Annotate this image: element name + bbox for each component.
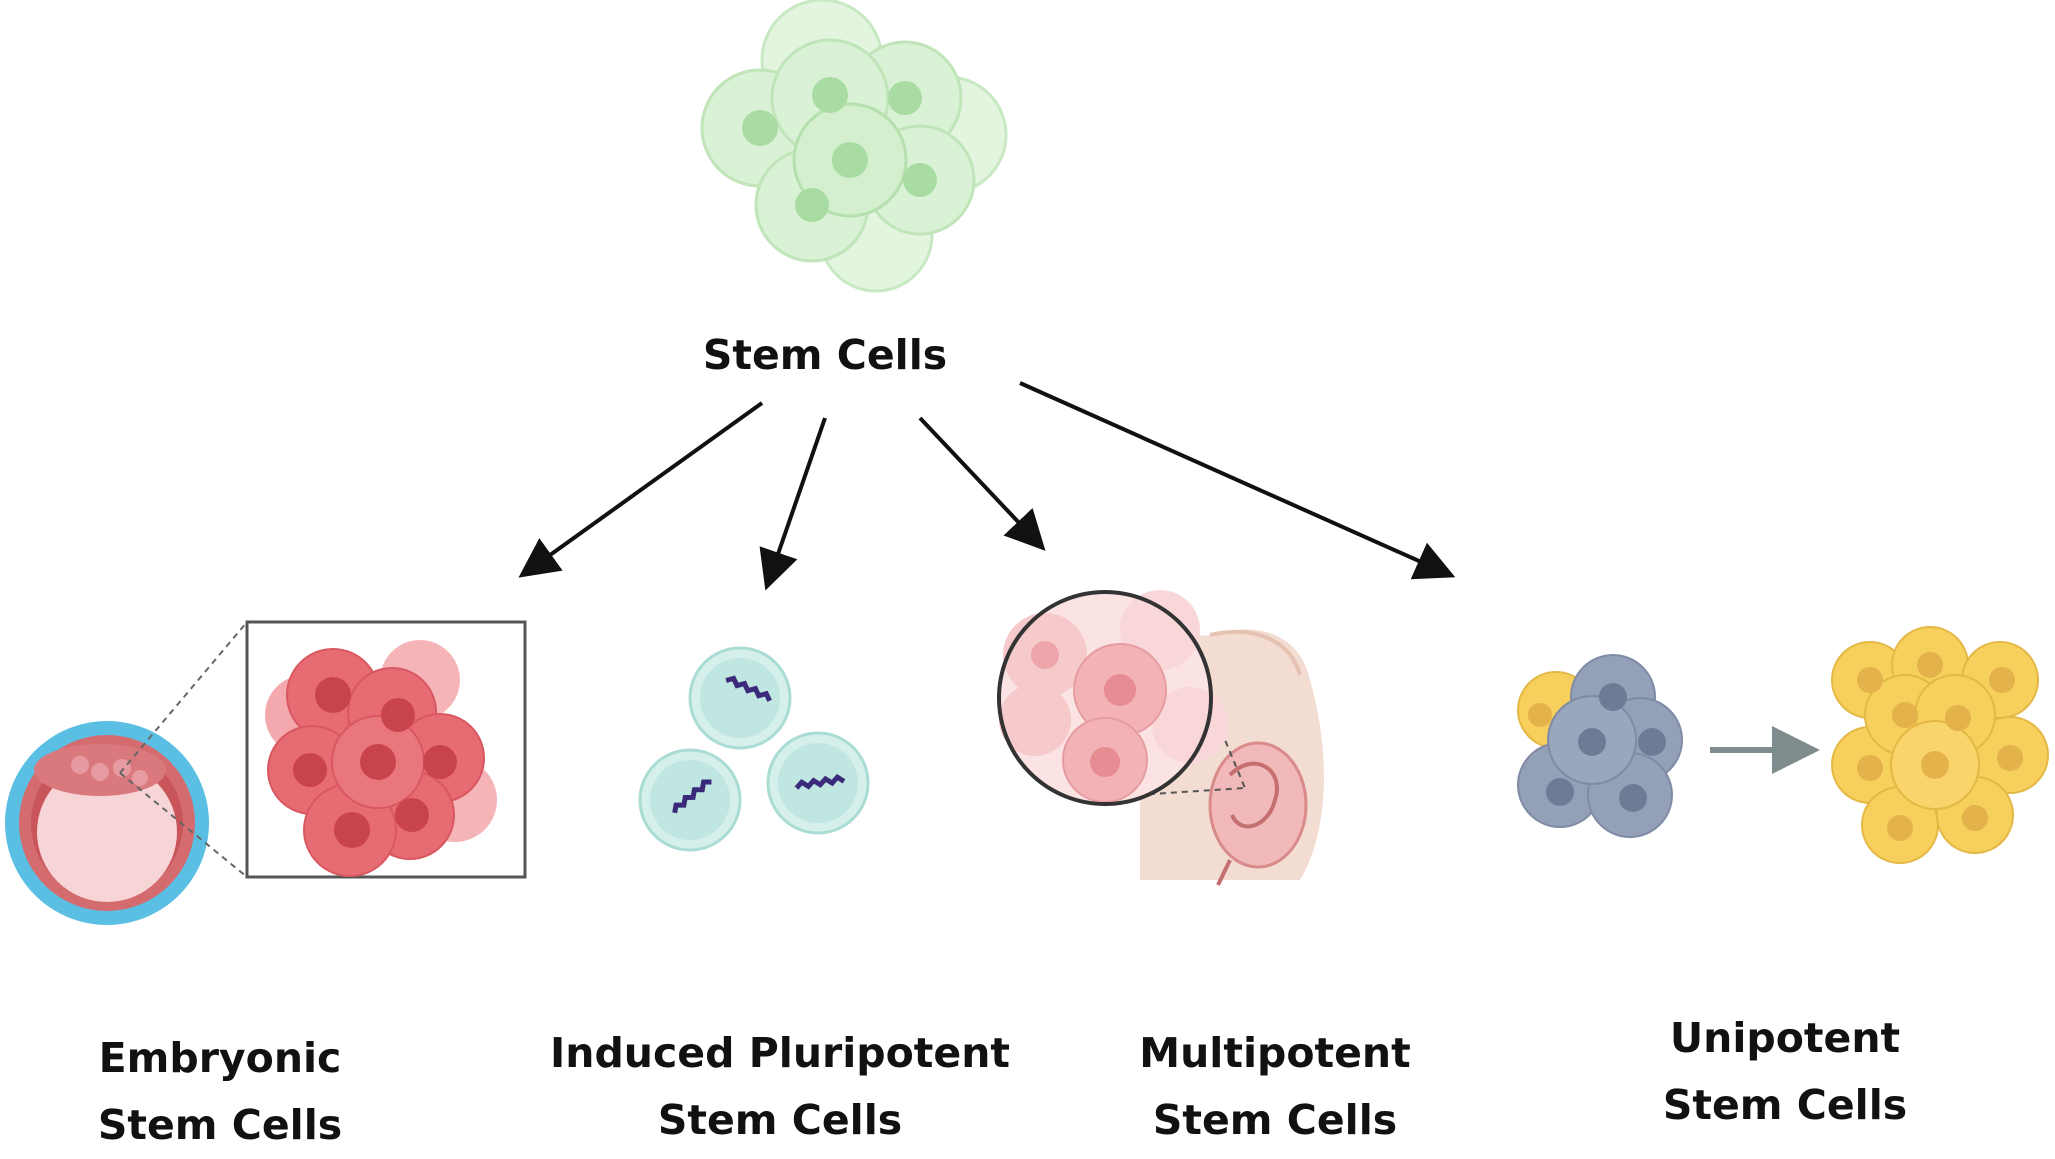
multipotent-label: Multipotent Stem Cells	[1090, 1020, 1460, 1154]
root-stem-cell-cluster-icon	[700, 0, 1008, 293]
arrow-to-embryonic	[518, 401, 764, 578]
embryonic-label-line1: Embryonic	[98, 1034, 342, 1082]
magnifier-icon	[997, 590, 1228, 806]
ipsc-label-line1: Induced Pluripotent	[550, 1029, 1010, 1077]
embryonic-label: Embryonic Stem Cells	[40, 1025, 400, 1159]
root-label-text: Stem Cells	[702, 331, 948, 379]
ipsc-label-line2: Stem Cells	[657, 1096, 903, 1144]
unipotent-label-line1: Unipotent	[1669, 1014, 1901, 1062]
unipotent-source-cells-icon	[1517, 654, 1683, 838]
embryonic-label-line2: Stem Cells	[97, 1101, 343, 1149]
unipotent-label: Unipotent Stem Cells	[1600, 1005, 1970, 1139]
blastocyst-icon	[5, 721, 209, 925]
ipsc-label: Induced Pluripotent Stem Cells	[530, 1020, 1030, 1154]
multipotent-label-line1: Multipotent	[1139, 1029, 1411, 1077]
arrow-to-unipotent	[1019, 381, 1456, 580]
ipsc-cells-icon	[638, 646, 870, 852]
zoom-connector-lines	[119, 621, 248, 878]
multipotent-label-line2: Stem Cells	[1152, 1096, 1398, 1144]
branch-arrows	[518, 381, 1456, 591]
arrow-to-ipsc	[759, 417, 827, 591]
embryonic-cell-cluster-icon	[265, 640, 497, 877]
unipotent-target-cells-icon	[1831, 626, 2049, 864]
root-label: Stem Cells	[620, 322, 1030, 389]
unipotent-label-line2: Stem Cells	[1662, 1081, 1908, 1129]
arrow-to-multipotent	[918, 416, 1046, 551]
